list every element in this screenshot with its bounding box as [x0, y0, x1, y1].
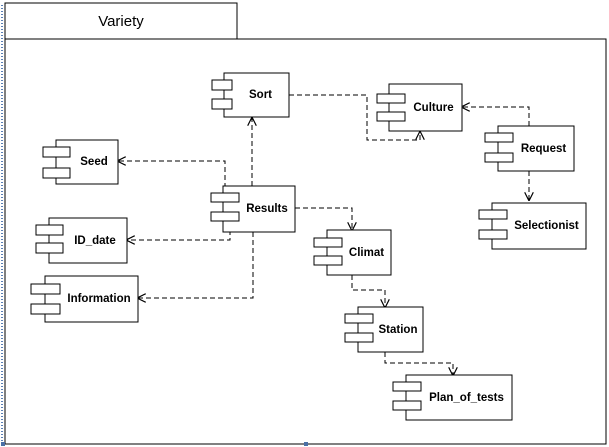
id-date-component[interactable]	[35, 217, 128, 264]
information-label: Information	[67, 293, 131, 305]
request-label: Request	[520, 142, 567, 155]
selection-handle[interactable]	[304, 442, 308, 446]
sort-component[interactable]	[211, 72, 290, 118]
dep-results-seed	[118, 161, 226, 188]
information-component[interactable]	[30, 275, 139, 323]
dep-climat-station	[351, 275, 385, 307]
culture-label: Culture	[413, 101, 454, 114]
climat-label: Climat	[348, 246, 385, 259]
dep-results-information	[138, 232, 254, 298]
station-component[interactable]	[344, 306, 424, 353]
id-date-label: ID_date	[74, 234, 116, 247]
dependencies	[118, 94, 530, 375]
dep-request-culture	[462, 107, 530, 126]
station-label: Station	[378, 323, 418, 336]
dep-sort-culture	[289, 94, 420, 141]
package-title: Variety	[98, 12, 144, 30]
plan-of-tests-label: Plan_of_tests	[429, 391, 504, 404]
climat-component[interactable]	[313, 229, 392, 276]
selectionist-label: Selectionist	[514, 220, 579, 232]
plan-of-tests-component[interactable]	[392, 374, 513, 421]
request-component[interactable]	[484, 125, 575, 172]
selection-handle[interactable]	[1, 442, 5, 446]
culture-component[interactable]	[376, 83, 463, 132]
package-tab	[4, 2, 238, 40]
seed-component[interactable]	[42, 139, 119, 185]
seed-label: Seed	[80, 156, 108, 168]
dep-results-iddate	[127, 230, 231, 240]
dep-results-climat	[295, 207, 352, 230]
selectionist-component[interactable]	[478, 202, 587, 250]
sort-label: Sort	[249, 89, 272, 101]
results-label: Results	[246, 203, 288, 215]
dep-station-plan	[384, 352, 453, 375]
results-component[interactable]	[210, 185, 296, 233]
